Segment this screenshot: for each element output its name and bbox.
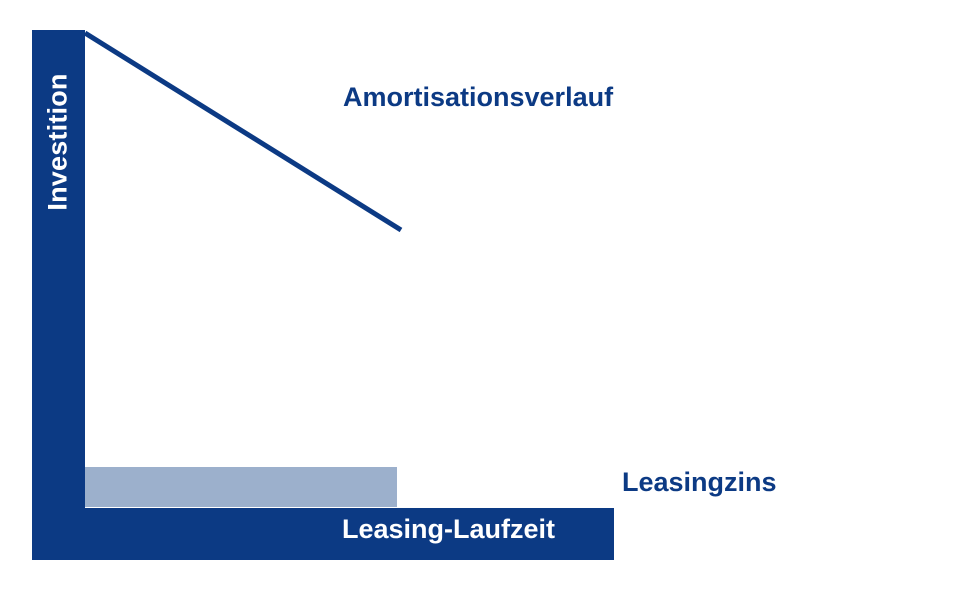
y-axis-label: Investition <box>42 73 73 211</box>
x-axis-bar <box>32 508 614 560</box>
amortization-label: Amortisationsverlauf <box>343 82 614 112</box>
x-axis-label: Leasing-Laufzeit <box>342 514 556 544</box>
amortization-line <box>83 30 403 233</box>
y-axis-bar <box>32 30 85 560</box>
leasing-rate-band <box>85 467 397 507</box>
leasing-rate-label: Leasingzins <box>622 467 777 497</box>
